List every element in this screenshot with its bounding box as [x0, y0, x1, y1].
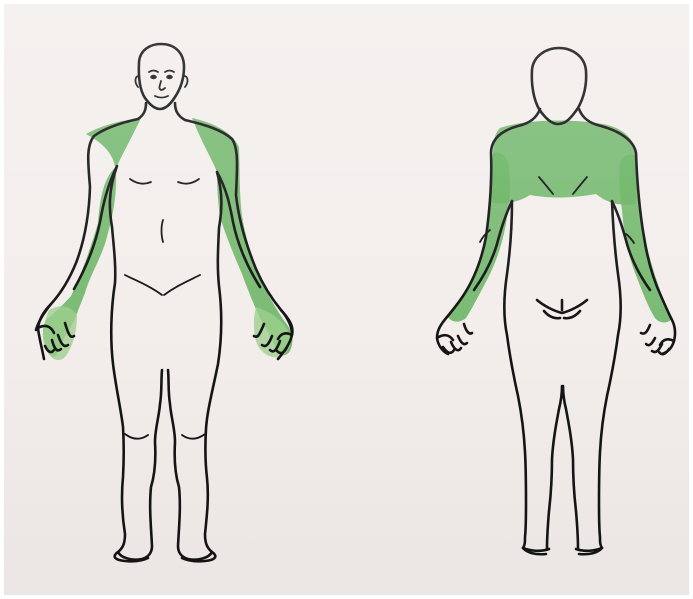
back-buttocks	[537, 300, 587, 318]
back-right-hand-outline	[641, 318, 675, 354]
front-eye-right	[166, 75, 173, 79]
front-eye-left	[150, 75, 157, 79]
front-navel-line	[162, 220, 164, 242]
back-left-hand-outline	[437, 317, 472, 354]
paper-sheet	[4, 4, 689, 595]
back-view-figure	[437, 48, 675, 554]
front-nose	[159, 81, 165, 90]
back-upper-marking	[492, 121, 638, 205]
front-head-outline	[139, 44, 184, 109]
front-brow-left	[149, 71, 158, 73]
body-map-drawing	[4, 4, 689, 595]
front-knee-right	[182, 434, 205, 439]
front-view-figure	[36, 44, 292, 561]
front-brow-right	[165, 71, 174, 73]
back-left-arm-marking	[448, 152, 510, 321]
front-hip-line	[125, 275, 200, 295]
front-knee-left	[125, 434, 148, 439]
back-head-outline	[532, 48, 586, 124]
front-chest-line	[130, 179, 199, 184]
front-mouth	[155, 96, 168, 98]
front-ear-right	[184, 76, 188, 87]
